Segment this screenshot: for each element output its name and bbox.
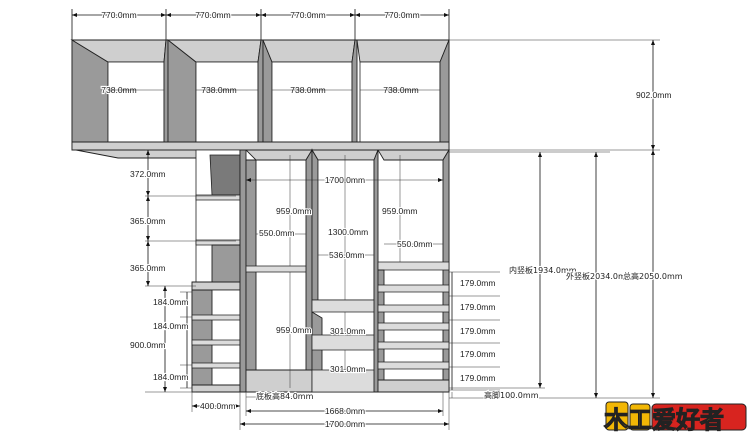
left-gap-dims <box>145 149 236 287</box>
top-height: 902.0mm <box>636 90 671 100</box>
col-height-lower-left: 959.0mm <box>276 325 311 335</box>
top-height-dimension <box>449 39 660 151</box>
total-width-bottom: 1700.0mm <box>325 419 365 429</box>
col-height-right: 959.0mm <box>382 206 417 216</box>
col-height-left: 959.0mm <box>276 206 311 216</box>
outer-panel-height: 外竖板2034.0mm <box>566 271 634 281</box>
toe-kick-height: 高脚100.0mm <box>484 390 539 400</box>
right-drawer-2: 179.0mm <box>460 302 495 312</box>
left-total-height: 900.0mm <box>130 340 165 350</box>
vertical-panel-dims <box>449 150 660 399</box>
middle-drawer-2: 301.0mm <box>330 364 365 374</box>
right-drawer-5: 179.0mm <box>460 373 495 383</box>
inner-top-width-dim <box>246 178 443 182</box>
top-width-4: 770.0mm <box>384 10 419 20</box>
left-drawer-2: 184.0mm <box>153 321 188 331</box>
top-width-1: 770.0mm <box>101 10 136 20</box>
right-drawer-dims <box>449 271 500 391</box>
watermark-text: 木工爱好者 <box>603 406 724 434</box>
left-drawer-dims <box>180 291 192 389</box>
left-gap-3: 365.0mm <box>130 263 165 273</box>
col-width-right: 550.0mm <box>397 239 432 249</box>
left-drawer-3: 184.0mm <box>153 372 188 382</box>
right-drawer-1: 179.0mm <box>460 278 495 288</box>
left-gap-1: 372.0mm <box>130 169 165 179</box>
total-height: 总高2050.0mm <box>623 271 683 281</box>
column-width-lines <box>256 233 443 256</box>
top-cabinets <box>70 39 450 159</box>
watermark-logo: 木工爱好者 <box>603 401 747 435</box>
left-gap-2: 365.0mm <box>130 216 165 226</box>
top-width-3: 770.0mm <box>290 10 325 20</box>
right-drawer-4: 179.0mm <box>460 349 495 359</box>
left-depth: 400.0mm <box>200 401 235 411</box>
column-height-lines <box>289 155 401 388</box>
right-drawer-3: 179.0mm <box>460 326 495 336</box>
col-height-middle: 1300.0mm <box>328 227 368 237</box>
inner-panel-height: 内竖板1934.0mm <box>509 265 577 275</box>
middle-drawer-1: 301.0mm <box>330 326 365 336</box>
base-board-height: 底板高84.0mm <box>256 391 314 401</box>
left-shelf-unit <box>191 149 241 393</box>
inner-width-bottom: 1668.0mm <box>325 406 365 416</box>
top-dimension-line: 770.0mm 770.0mm 770.0mm 770.0mm <box>71 9 450 40</box>
main-wardrobe <box>239 148 450 393</box>
col-width-left: 550.0mm <box>259 228 294 238</box>
bottom-dims <box>191 392 453 430</box>
left-drawer-1: 184.0mm <box>153 297 188 307</box>
top-width-2: 770.0mm <box>195 10 230 20</box>
col-width-middle: 536.0mm <box>329 250 364 260</box>
left-total-dim <box>145 286 196 393</box>
